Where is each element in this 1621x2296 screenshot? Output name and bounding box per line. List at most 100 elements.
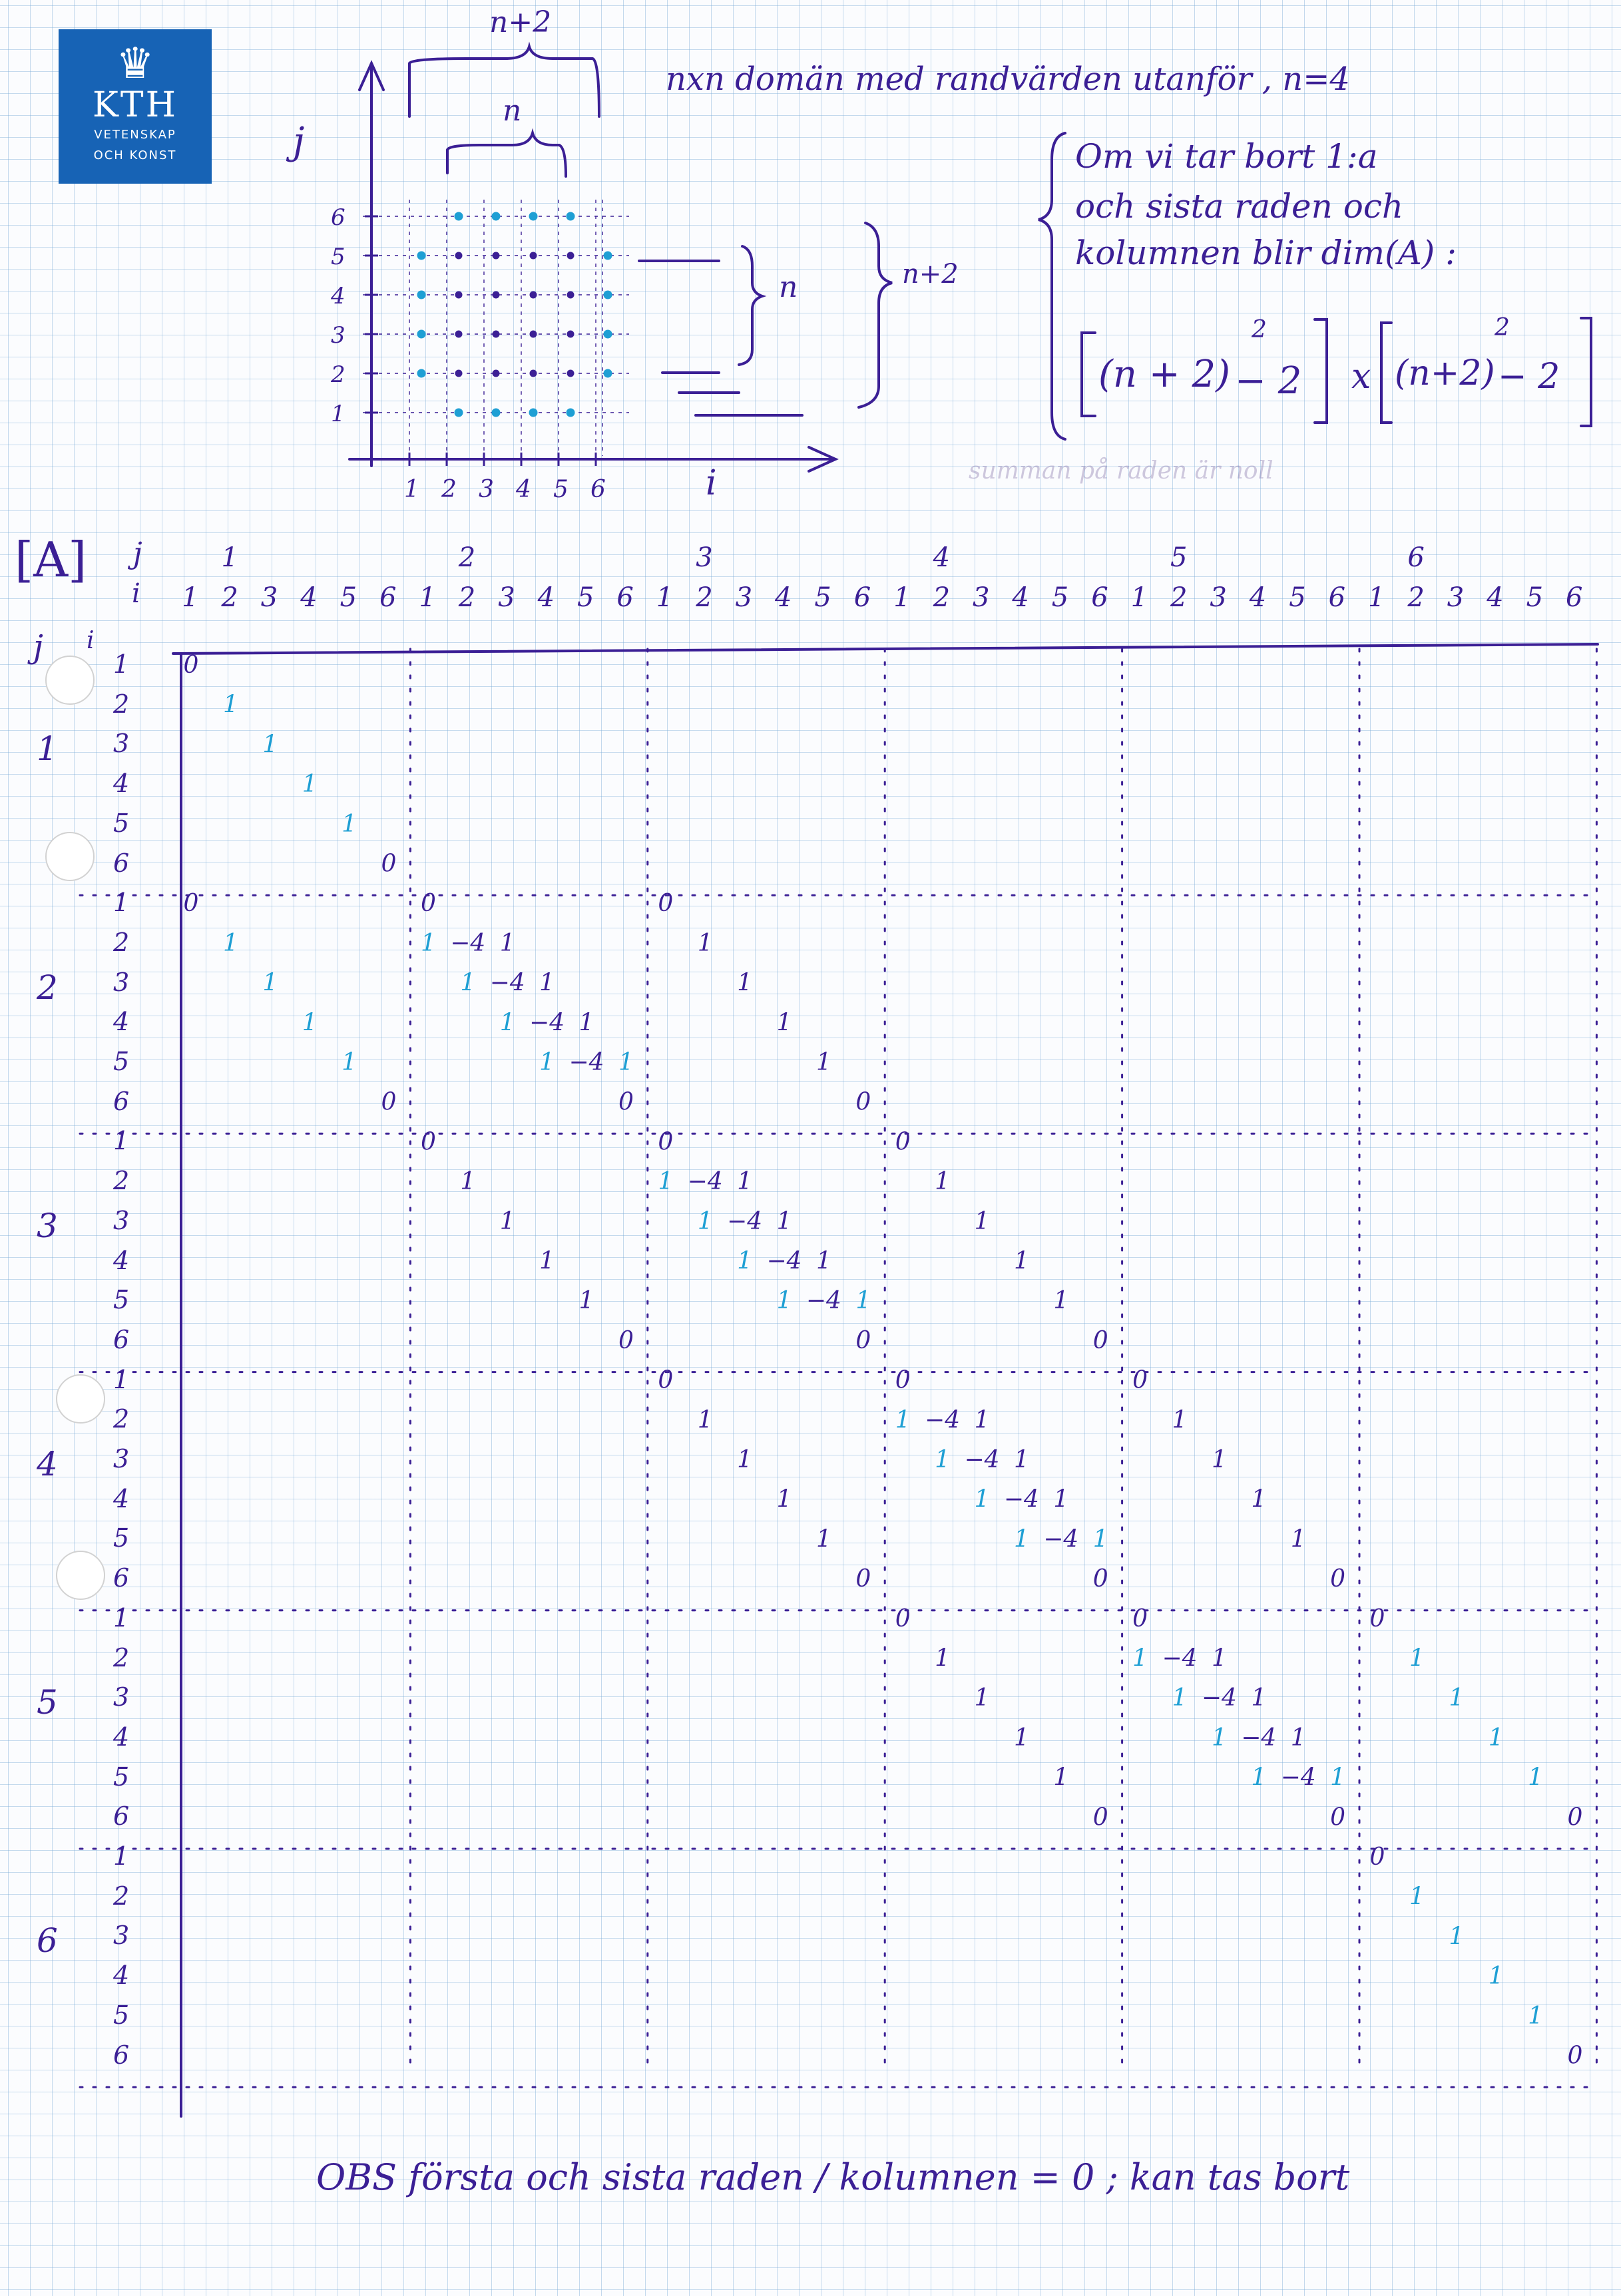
block-column-label: 5 bbox=[1170, 542, 1188, 573]
matrix-entry-minus-four: −4 bbox=[688, 1168, 723, 1195]
sketch-y-tick-label: 6 bbox=[331, 204, 346, 231]
sub-row-label: 5 bbox=[113, 1285, 130, 1315]
block-column-label: 2 bbox=[458, 542, 476, 573]
sub-column-label: 4 bbox=[1012, 582, 1029, 613]
faded-note: summan på raden är noll bbox=[969, 457, 1274, 484]
boundary-point bbox=[603, 369, 612, 378]
matrix-entry-minus-four: −4 bbox=[1004, 1486, 1039, 1513]
logo-line-2: OCH KONST bbox=[93, 148, 177, 162]
matrix-entry-one: 1 bbox=[579, 1009, 594, 1036]
block-column-label: 6 bbox=[1407, 542, 1425, 573]
matrix-entry-one: 1 bbox=[1212, 1645, 1227, 1672]
sub-column-label: 1 bbox=[419, 582, 436, 613]
matrix-entry-zero: 0 bbox=[855, 1565, 871, 1593]
sketch-x-tick-label: 1 bbox=[404, 476, 419, 503]
interior-point bbox=[492, 291, 500, 299]
matrix-entry-one: 1 bbox=[1251, 1486, 1266, 1513]
sub-row-label: 4 bbox=[113, 1961, 130, 1991]
formula-right-rest: − 2 bbox=[1498, 357, 1560, 397]
sub-column-label: 5 bbox=[577, 582, 594, 613]
matrix-entry-one: 1 bbox=[500, 930, 515, 957]
sub-row-label: 2 bbox=[113, 1404, 130, 1434]
sketch-grid bbox=[363, 200, 629, 456]
sub-row-label: 1 bbox=[113, 888, 130, 918]
block-column-label: 4 bbox=[933, 542, 951, 573]
boundary-point bbox=[417, 329, 426, 339]
sub-row-label: 4 bbox=[113, 1007, 130, 1037]
brace-label-top-inner: n bbox=[503, 94, 522, 128]
matrix-entry-one: 1 bbox=[618, 1049, 634, 1076]
sub-column-label: 3 bbox=[1210, 582, 1227, 613]
boundary-point bbox=[417, 290, 426, 299]
matrix-entry-zero: 0 bbox=[1330, 1565, 1345, 1593]
matrix-entry-zero: 0 bbox=[381, 1089, 397, 1116]
matrix-entry-one: 1 bbox=[1409, 1645, 1425, 1672]
matrix-entry-zero: 0 bbox=[1132, 1367, 1148, 1394]
sub-row-label: 3 bbox=[113, 1921, 130, 1951]
sub-column-label: 6 bbox=[379, 582, 397, 613]
sub-column-label: 5 bbox=[1051, 582, 1069, 613]
boundary-point bbox=[603, 290, 612, 299]
matrix-entry-one: 1 bbox=[1172, 1406, 1188, 1434]
row-index-i: i bbox=[87, 627, 95, 654]
matrix-entry-one: 1 bbox=[1251, 1684, 1266, 1712]
matrix-entry-zero: 0 bbox=[895, 1128, 911, 1155]
interior-point bbox=[455, 291, 463, 299]
matrix-entry-one: 1 bbox=[223, 691, 238, 719]
sub-row-label: 4 bbox=[113, 769, 130, 799]
matrix-label: [A] bbox=[15, 532, 87, 588]
interior-point bbox=[455, 330, 463, 338]
matrix-entry-one: 1 bbox=[1053, 1764, 1068, 1792]
matrix-entry-minus-four: −4 bbox=[450, 930, 485, 957]
matrix-entry-zero: 0 bbox=[1132, 1605, 1148, 1632]
sub-row-label: 3 bbox=[113, 729, 130, 759]
note-line-1: Om vi tar bort 1:a bbox=[1075, 137, 1378, 176]
interior-point bbox=[492, 330, 500, 338]
binder-hole bbox=[45, 832, 95, 881]
matrix-entry-one: 1 bbox=[816, 1525, 831, 1553]
sub-column-label: 1 bbox=[1368, 582, 1385, 613]
sub-row-label: 5 bbox=[113, 1047, 130, 1076]
binder-hole bbox=[56, 1551, 105, 1600]
sub-column-label: 4 bbox=[775, 582, 792, 613]
matrix-entry-minus-four: −4 bbox=[490, 970, 525, 997]
sub-column-label: 2 bbox=[458, 582, 476, 613]
matrix-entry-one: 1 bbox=[698, 1208, 713, 1235]
sub-row-label: 6 bbox=[113, 2040, 130, 2070]
interior-point bbox=[529, 252, 537, 260]
boundary-point bbox=[454, 212, 463, 221]
sub-row-label: 6 bbox=[113, 1802, 130, 1831]
matrix-entry-one: 1 bbox=[975, 1208, 990, 1235]
sub-column-label: 2 bbox=[696, 582, 713, 613]
matrix-entry-one: 1 bbox=[262, 731, 278, 758]
sub-row-label: 1 bbox=[113, 650, 130, 679]
logo-line-1: VETENSKAP bbox=[94, 128, 176, 142]
matrix-entry-zero: 0 bbox=[895, 1605, 911, 1632]
block-column-label: 3 bbox=[696, 542, 713, 573]
sub-row-label: 6 bbox=[113, 1563, 130, 1593]
sketch-x-tick-label: 6 bbox=[590, 476, 606, 503]
sub-column-label: 2 bbox=[1407, 582, 1425, 613]
matrix-entry-one: 1 bbox=[1014, 1724, 1029, 1752]
sketch-y-tick-label: 3 bbox=[331, 322, 346, 349]
matrix-entry-one: 1 bbox=[816, 1248, 831, 1275]
sub-column-label: 3 bbox=[260, 582, 278, 613]
matrix-entry-minus-four: −4 bbox=[1241, 1724, 1276, 1752]
block-row-label: 6 bbox=[37, 1921, 58, 1961]
matrix-entry-one: 1 bbox=[737, 970, 752, 997]
matrix-entry-one: 1 bbox=[539, 970, 555, 997]
sub-column-label: 4 bbox=[1249, 582, 1267, 613]
sub-row-label: 4 bbox=[113, 1483, 130, 1513]
sub-row-label: 4 bbox=[113, 1722, 130, 1752]
matrix-entry-minus-four: −4 bbox=[1202, 1684, 1237, 1712]
matrix-entry-one: 1 bbox=[1132, 1645, 1148, 1672]
sub-column-label: 1 bbox=[893, 582, 911, 613]
boundary-point bbox=[491, 212, 501, 221]
matrix-entry-one: 1 bbox=[737, 1248, 752, 1275]
sub-column-label: 1 bbox=[656, 582, 674, 613]
sub-column-label: 1 bbox=[182, 582, 199, 613]
matrix-entry-minus-four: −4 bbox=[1281, 1764, 1316, 1792]
formula-right-exponent: 2 bbox=[1495, 314, 1510, 341]
sketch-dots bbox=[417, 212, 612, 417]
